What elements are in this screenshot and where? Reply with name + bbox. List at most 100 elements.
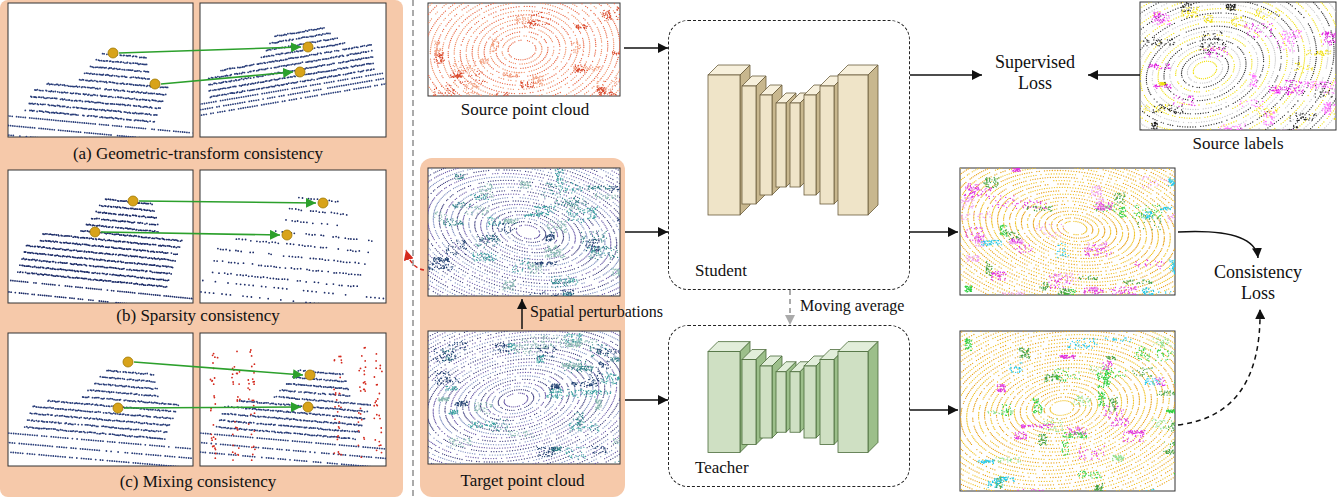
point-dots: [428, 168, 620, 296]
image-frame: [8, 333, 193, 466]
caption: (a) Geometric-transform consistency: [73, 144, 323, 166]
network-box: Student: [668, 20, 910, 290]
flow-arrow: [624, 47, 668, 49]
point-cloud: [8, 54, 193, 137]
keypoint-dot: [303, 402, 313, 412]
keypoint-dot: [295, 67, 305, 77]
point-dots: [428, 168, 620, 296]
caption: Source point cloud: [461, 100, 589, 122]
network-layers: [708, 342, 878, 453]
point-cloud: [200, 28, 386, 124]
loss-arrow: [1178, 232, 1258, 258]
correspondence-arrow: [101, 232, 280, 235]
layer-side: [868, 65, 878, 215]
point-dots: [964, 168, 1164, 295]
correspondence-arrow: [119, 47, 301, 53]
output-arrow: [910, 409, 958, 411]
perturbation-arrow: [521, 299, 523, 329]
correspondence-arrow: [124, 407, 301, 408]
image-box: Source point cloud: [426, 0, 624, 122]
point-dots: [211, 348, 382, 461]
correspondence-arrow: [134, 362, 303, 375]
point-dots: [8, 54, 193, 137]
point-dots: [962, 177, 1175, 295]
network-label: Student: [695, 261, 747, 281]
network-label: Teacher: [695, 458, 749, 478]
correspondence-arrow: [161, 72, 293, 84]
flow-arrow: [625, 399, 668, 401]
flow-arrow: [625, 231, 668, 233]
layer-front: [760, 366, 772, 438]
point-dots: [444, 174, 618, 287]
point-dots: [1157, 14, 1336, 130]
pointer-arrow: [406, 250, 424, 270]
loss-label: Supervised Loss: [982, 52, 1088, 93]
loss-node: Supervised Loss: [982, 52, 1088, 93]
point-dots: [471, 169, 611, 296]
keypoint-dot: [305, 370, 315, 380]
target-panel-box: Target point cloud: [420, 158, 625, 497]
point-cloud: [428, 168, 620, 296]
point-dots: [443, 345, 620, 464]
point-dots: [965, 339, 1175, 479]
layer-front: [742, 86, 756, 204]
caption: (c) Mixing consistency: [120, 472, 277, 494]
layer-front: [790, 372, 800, 432]
layer-front: [804, 95, 816, 195]
point-dots: [446, 333, 620, 459]
point-dots: [200, 28, 386, 124]
example-pair: (c) Mixing consistency: [6, 331, 390, 494]
point-dots: [438, 335, 620, 447]
caption: Target point cloud: [460, 471, 584, 493]
loss-arrow: [1178, 309, 1260, 425]
point-dots: [8, 371, 193, 467]
keypoint-dot: [282, 230, 292, 240]
point-dots: [428, 168, 620, 296]
keypoint-dot: [150, 79, 160, 89]
layer-front: [760, 95, 772, 195]
point-dots: [200, 370, 386, 466]
edge-label: Moving average: [798, 296, 906, 315]
point-dots: [1140, 2, 1336, 130]
loss-node: Consistency Loss: [1204, 262, 1312, 303]
point-dots: [960, 168, 1175, 295]
layer-front: [776, 103, 786, 187]
layer-front: [820, 360, 834, 445]
point-cloud: [960, 168, 1175, 295]
caption: (b) Sparsity consistency: [116, 306, 279, 328]
point-dots: [960, 168, 1175, 295]
flow-arrow: [910, 74, 982, 76]
image-frame: [200, 333, 386, 466]
layer-front: [838, 75, 868, 215]
point-cloud: [428, 3, 620, 96]
point-dots: [428, 3, 620, 96]
loss-label: Consistency Loss: [1204, 262, 1312, 303]
point-cloud: [428, 331, 620, 464]
point-cloud: [8, 371, 193, 467]
point-dots: [988, 338, 1175, 463]
output-arrow: [910, 231, 958, 233]
layer-front: [790, 103, 800, 187]
layer-side: [868, 342, 878, 453]
layer-front: [708, 75, 740, 215]
caption: Source labels: [1192, 134, 1283, 156]
keypoint-dot: [318, 198, 328, 208]
layer-front: [838, 352, 868, 453]
keypoint-dot: [123, 357, 133, 367]
correspondence-arrow: [139, 201, 316, 203]
point-dots: [429, 187, 620, 296]
layer-front: [820, 86, 834, 204]
image-frame: [200, 3, 386, 137]
annotation-label: Spatial perturbations: [528, 302, 665, 321]
point-dots: [1149, 12, 1336, 107]
point-dots: [965, 204, 1162, 295]
point-dots: [984, 177, 1161, 294]
keypoint-dot: [303, 42, 313, 52]
point-cloud: [1140, 2, 1336, 130]
point-dots: [428, 3, 620, 96]
point-cloud: [200, 198, 386, 303]
